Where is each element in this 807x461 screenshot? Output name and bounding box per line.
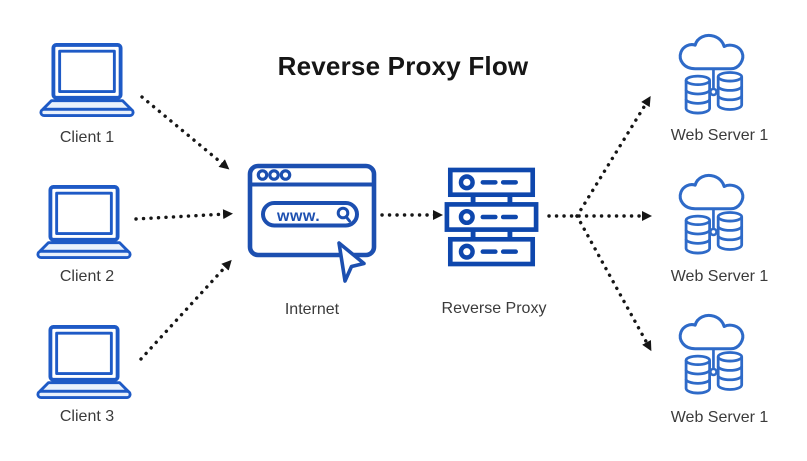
arrow-client1-to-internet bbox=[140, 95, 230, 170]
database-icon bbox=[684, 214, 711, 255]
web-server-1-label: Web Server 1 bbox=[670, 127, 769, 144]
internet-label: Internet bbox=[284, 301, 340, 318]
magnifier-icon bbox=[336, 206, 351, 223]
cloud-database-icon bbox=[678, 33, 745, 115]
address-bar-text: www. bbox=[276, 208, 320, 225]
client-2-label: Client 2 bbox=[59, 268, 115, 285]
server-stack-icon bbox=[444, 167, 539, 267]
browser-dots-icon bbox=[256, 169, 292, 181]
laptop-icon bbox=[36, 185, 132, 259]
laptop-icon bbox=[39, 43, 135, 117]
cloud-icon bbox=[678, 173, 745, 211]
client-1-label: Client 1 bbox=[59, 129, 115, 146]
cloud-icon bbox=[678, 313, 745, 351]
arrow-client2-to-internet bbox=[134, 209, 233, 221]
browser-window-icon: www. bbox=[247, 163, 377, 283]
diagram-title: Reverse Proxy Flow bbox=[277, 51, 529, 81]
web-server-2-label: Web Server 1 bbox=[670, 268, 769, 285]
cloud-icon bbox=[678, 33, 745, 71]
cloud-database-icon bbox=[678, 173, 745, 255]
client-3-label: Client 3 bbox=[59, 408, 115, 425]
cursor-icon bbox=[337, 241, 366, 283]
database-icon bbox=[716, 71, 744, 111]
database-icon bbox=[684, 74, 711, 115]
arrow-client3-to-internet bbox=[139, 259, 232, 361]
reverse-proxy-label: Reverse Proxy bbox=[441, 300, 547, 317]
database-icon bbox=[684, 354, 711, 395]
address-bar bbox=[261, 201, 359, 228]
web-server-3-label: Web Server 1 bbox=[670, 409, 769, 426]
cloud-database-icon bbox=[678, 313, 745, 395]
database-icon bbox=[716, 351, 744, 391]
laptop-icon bbox=[36, 325, 132, 399]
database-icon bbox=[716, 211, 744, 251]
arrow-proxy-to-server3 bbox=[575, 214, 652, 352]
arrow-proxy-to-server1 bbox=[575, 96, 651, 218]
